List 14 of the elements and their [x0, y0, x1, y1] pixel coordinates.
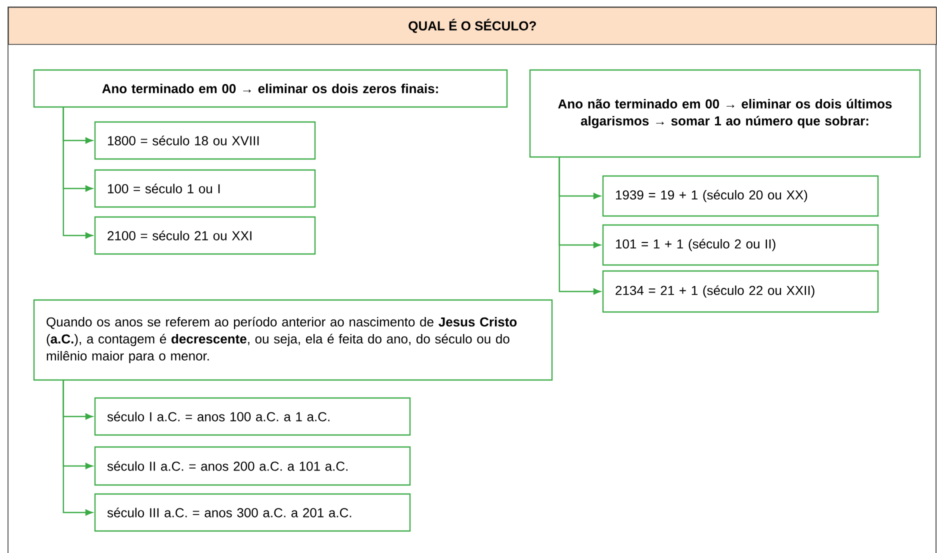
example-box: 2100 = século 21 ou XXI — [94, 216, 316, 255]
example-box: 100 = século 1 ou I — [94, 169, 316, 208]
example-box: século III a.C. = anos 300 a.C. a 201 a.C. — [94, 493, 411, 532]
note-box: Quando os anos se referem ao período anterior ao nascimento de Jesus Cristo (a.C.), a contagem é decrescente, ou seja, ela é feita do ano, do século ou do milênio maior para o menor. — [33, 299, 553, 381]
title-band: QUAL É O SÉCULO? — [8, 6, 937, 45]
arrow — [62, 380, 93, 516]
example-box: 1800 = século 18 ou XVIII — [94, 121, 316, 160]
example-box: 2134 = 21 + 1 (século 22 ou XXII) — [602, 270, 879, 313]
example-box: 101 = 1 + 1 (século 2 ou II) — [602, 224, 879, 266]
example-box: século II a.C. = anos 200 a.C. a 101 a.C. — [94, 446, 411, 486]
example-box: século I a.C. = anos 100 a.C. a 1 a.C. — [94, 397, 411, 436]
arrow — [62, 108, 93, 239]
arrow — [558, 158, 601, 295]
example-box: 1939 = 19 + 1 (século 20 ou XX) — [602, 175, 879, 217]
